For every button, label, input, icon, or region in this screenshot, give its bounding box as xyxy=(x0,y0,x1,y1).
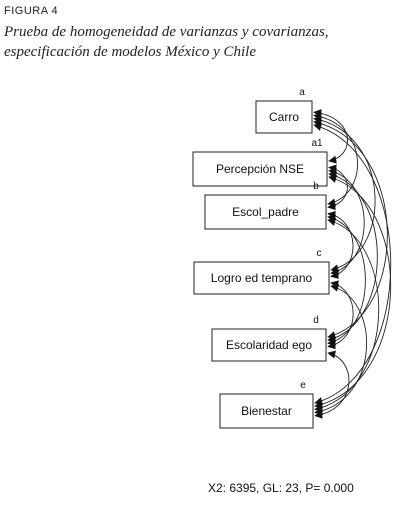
node-letter: a1 xyxy=(311,138,323,149)
figure-label: FIGURA 4 xyxy=(4,5,59,17)
fit-statistics: X2: 6395, GL: 23, P= 0.000 xyxy=(208,481,354,495)
node-escol-padre: Escol_padre b xyxy=(204,181,327,230)
node-box xyxy=(193,261,330,295)
node-label: Carro xyxy=(269,110,299,124)
node-percepcion: Percepción NSE a1 xyxy=(192,138,328,187)
covariance-arc-carro-logro xyxy=(313,116,376,273)
node-letter: a xyxy=(299,87,305,98)
node-bienestar: Bienestar e xyxy=(219,380,314,429)
covariance-arc-percepcion-logro xyxy=(328,168,365,276)
node-box xyxy=(255,100,313,134)
node-box xyxy=(219,393,314,429)
node-label: Escol_padre xyxy=(232,205,299,219)
node-escolaridad: Escolaridad ego d xyxy=(211,315,327,362)
node-logro: Logro ed temprano c xyxy=(193,248,330,295)
node-label: Bienestar xyxy=(241,404,292,418)
node-label: Percepción NSE xyxy=(216,162,304,176)
node-letter: e xyxy=(300,380,306,391)
covariance-arc-escol-padre-bienestar xyxy=(314,218,380,412)
covariance-arc-logro-escolaridad xyxy=(327,280,354,350)
covariance-arc-percepcion-escolaridad xyxy=(327,171,378,343)
covariance-arc-percepcion-bienestar xyxy=(314,175,392,409)
covariance-arc-escol-padre-logro xyxy=(327,211,354,279)
figure-title: Prueba de homogeneidad de varianzas y co… xyxy=(4,22,408,62)
node-box xyxy=(204,194,327,230)
node-box xyxy=(211,328,327,362)
figure-title-line-1: Prueba de homogeneidad de varianzas y co… xyxy=(4,24,329,40)
node-label: Escolaridad ego xyxy=(226,338,312,352)
node-letter: c xyxy=(317,248,322,259)
covariance-arc-logro-bienestar xyxy=(314,283,368,416)
node-label: Logro ed temprano xyxy=(211,271,313,285)
covariance-arc-carro-bienestar xyxy=(313,123,392,405)
covariance-arc-escol-padre-escolaridad xyxy=(327,214,366,346)
covariance-arc-escolaridad-bienestar xyxy=(314,350,350,419)
node-box xyxy=(192,151,328,187)
covariance-arcs xyxy=(313,109,392,419)
figure-title-line-2: especificación de modelos México y Chile xyxy=(4,44,256,60)
node-letter: d xyxy=(313,315,319,326)
node-letter: b xyxy=(313,181,319,192)
node-carro: Carro a xyxy=(255,87,313,134)
